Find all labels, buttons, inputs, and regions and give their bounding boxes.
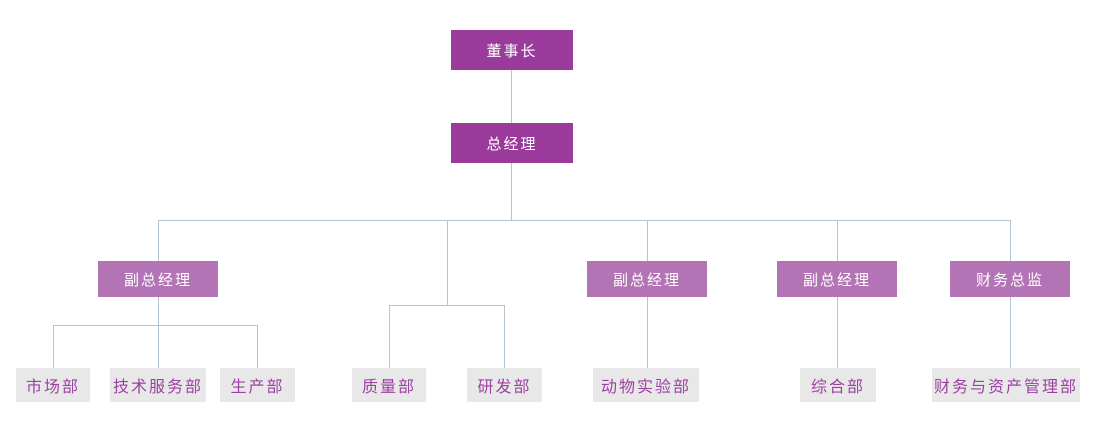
org-node-general-manager: 总经理 bbox=[451, 123, 573, 163]
org-node-dept-finance-asset: 财务与资产管理部 bbox=[932, 368, 1080, 402]
org-node-deputy-gm-3-label: 副总经理 bbox=[802, 270, 871, 289]
connector-drop-finance-director bbox=[1010, 220, 1011, 261]
org-node-dept-finance-asset-label: 财务与资产管理部 bbox=[933, 377, 1078, 396]
org-node-chairman: 董事长 bbox=[451, 30, 573, 70]
connector-deputy-gm-1-rail bbox=[53, 325, 257, 326]
org-node-dept-production-label: 生产部 bbox=[230, 377, 285, 396]
org-node-deputy-gm-3: 副总经理 bbox=[777, 261, 897, 297]
org-node-dept-production: 生产部 bbox=[220, 368, 295, 402]
connector-drop-deputy-gm-2 bbox=[647, 220, 648, 261]
connector-drop-quality-dept bbox=[389, 305, 390, 368]
org-node-deputy-gm-2-label: 副总经理 bbox=[612, 270, 681, 289]
connector-quality-branch-rail bbox=[389, 305, 504, 306]
connector-drop-finance-asset-dept bbox=[1010, 297, 1011, 368]
connector-drop-production-dept bbox=[257, 325, 258, 368]
connector-drop-animal-lab-dept bbox=[647, 297, 648, 368]
connector-drop-general-affairs-dept bbox=[837, 297, 838, 368]
org-node-dept-general-affairs-label: 综合部 bbox=[810, 377, 865, 396]
connector-chairman-gm bbox=[511, 70, 512, 123]
connector-main-rail bbox=[158, 220, 1011, 221]
org-node-dept-market: 市场部 bbox=[16, 368, 90, 402]
org-node-dept-animal-lab-label: 动物实验部 bbox=[600, 377, 691, 396]
org-node-dept-quality: 质量部 bbox=[352, 368, 426, 402]
connector-drop-quality-branch bbox=[447, 220, 448, 305]
org-node-dept-general-affairs: 综合部 bbox=[800, 368, 876, 402]
org-node-dept-quality-label: 质量部 bbox=[361, 377, 416, 396]
org-node-dept-rnd: 研发部 bbox=[467, 368, 542, 402]
org-node-dept-rnd-label: 研发部 bbox=[477, 377, 532, 396]
org-node-deputy-gm-1-label: 副总经理 bbox=[123, 270, 192, 289]
org-node-dept-tech-service: 技术服务部 bbox=[110, 368, 206, 402]
org-node-chairman-label: 董事长 bbox=[486, 41, 538, 60]
connector-deputy-gm-1-stem bbox=[158, 297, 159, 325]
org-node-general-manager-label: 总经理 bbox=[486, 134, 538, 153]
connector-gm-trunk bbox=[511, 163, 512, 220]
org-node-finance-director-label: 财务总监 bbox=[975, 270, 1044, 289]
org-node-finance-director: 财务总监 bbox=[950, 261, 1070, 297]
connector-drop-rnd-dept bbox=[504, 305, 505, 368]
connector-drop-tech-service-dept bbox=[158, 325, 159, 368]
org-node-deputy-gm-1: 副总经理 bbox=[98, 261, 218, 297]
org-node-dept-market-label: 市场部 bbox=[25, 377, 80, 396]
org-node-dept-tech-service-label: 技术服务部 bbox=[112, 377, 203, 396]
org-node-dept-animal-lab: 动物实验部 bbox=[593, 368, 699, 402]
org-node-deputy-gm-2: 副总经理 bbox=[587, 261, 707, 297]
connector-drop-deputy-gm-1 bbox=[158, 220, 159, 261]
connector-drop-market-dept bbox=[53, 325, 54, 368]
connector-drop-deputy-gm-3 bbox=[837, 220, 838, 261]
